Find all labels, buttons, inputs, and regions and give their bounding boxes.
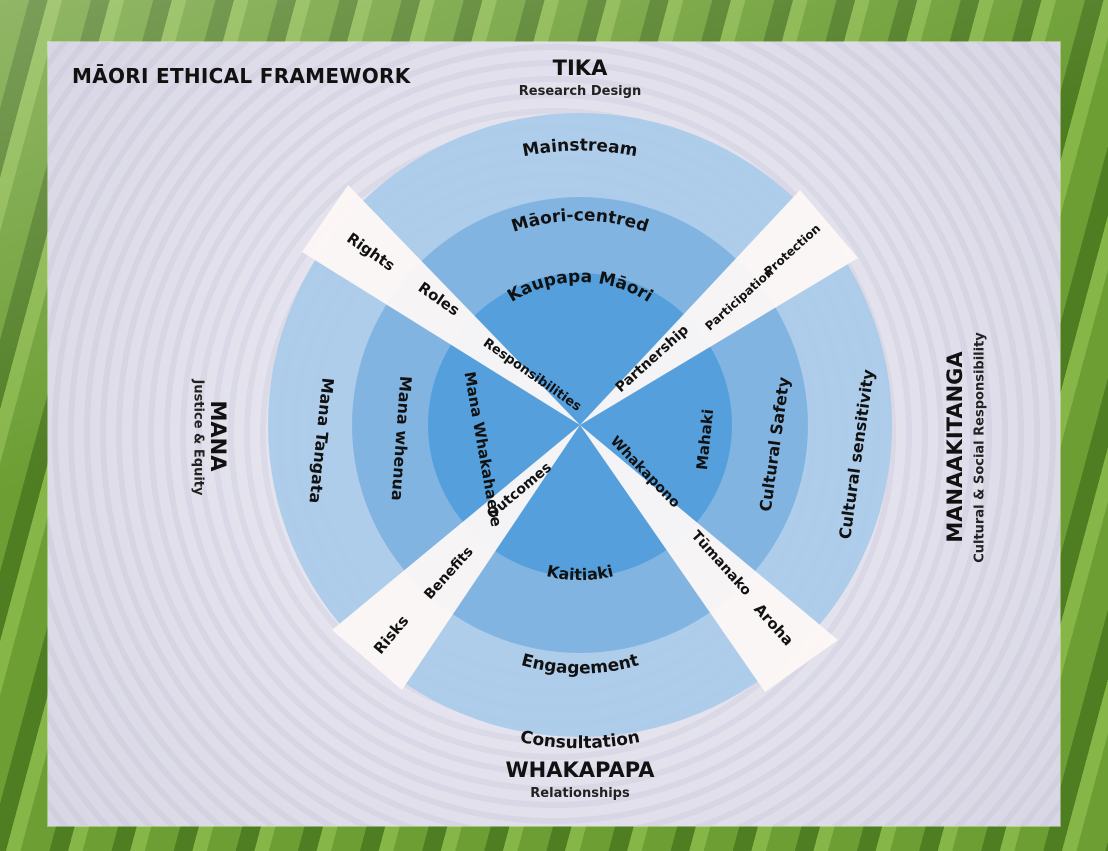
dimension-top-sub: Research Design [518,84,642,99]
dimension-left-name: MANA [206,400,230,472]
dimension-left-sub: Justice & Equity [190,379,206,496]
spoke-upper-left [302,185,580,425]
dimension-right-sub: Cultural & Social Responsibility [972,332,988,563]
spoke-lower-right [580,425,838,692]
spoke-lower-left [332,425,580,690]
dimension-top-name: TIKA [552,56,608,80]
framework-title: MĀORI ETHICAL FRAMEWORK [72,64,411,88]
dimension-bottom-name: WHAKAPAPA [505,758,655,782]
spoke-upper-right [580,190,858,425]
dimension-right-name: MANAAKITANGA [943,351,967,543]
dimension-bottom-sub: Relationships [530,786,630,801]
ring-label-kaitiaki: Kaitiaki [545,561,615,584]
